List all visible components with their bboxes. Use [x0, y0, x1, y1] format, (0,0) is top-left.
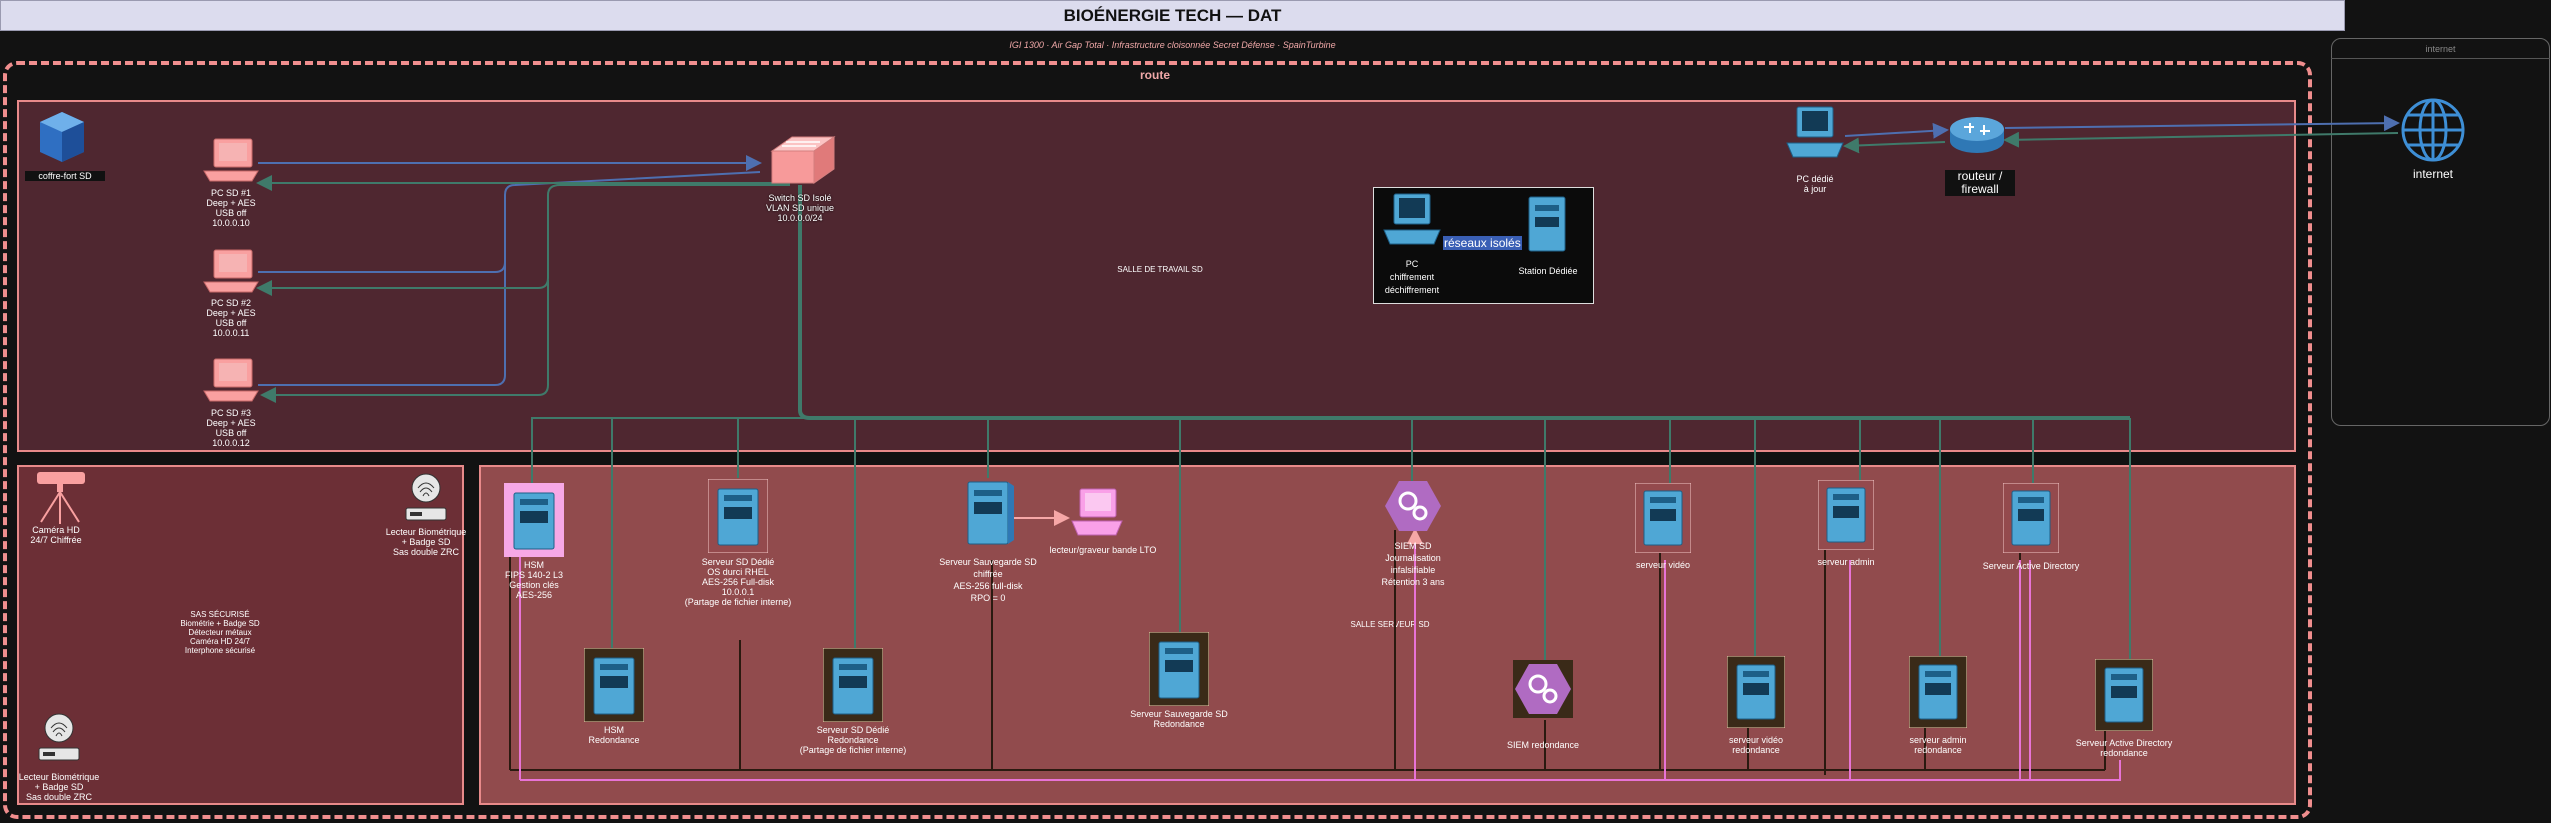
zone-sas-securise	[17, 465, 464, 805]
hsm-redondance-label: HSM Redondance	[588, 725, 640, 745]
serveur-video-label: serveur vidéo	[1635, 560, 1691, 570]
serveur-ad-label: Serveur Active Directory	[1982, 561, 2080, 571]
internet-label: internet	[2412, 167, 2454, 181]
zone-salle-travail	[17, 100, 2296, 452]
pc-sd-3-label: PC SD #3 Deep + AES USB off 10.0.0.12	[206, 408, 256, 448]
pc-sd-3-icon	[203, 358, 259, 402]
lecteur-biometrique-1-icon	[405, 473, 447, 521]
serveur-sd-icon	[708, 479, 768, 553]
lecteur-biometrique-2-icon	[38, 713, 80, 761]
internet-panel-divider	[2331, 58, 2550, 59]
switch-icon	[770, 136, 836, 184]
serveur-sd-redondance-icon	[823, 648, 883, 722]
pc-chiffrement-icon	[1383, 193, 1441, 245]
zone-salle-serveur	[479, 465, 2296, 805]
serveur-admin-label: serveur admin	[1817, 557, 1875, 567]
serveur-admin-redondance-icon	[1909, 656, 1967, 728]
pc-sd-1-label: PC SD #1 Deep + AES USB off 10.0.0.10	[206, 188, 256, 228]
siem-redondance-label: SIEM redondance	[1506, 740, 1580, 750]
station-dediee-label: Station Dédiée	[1518, 266, 1578, 276]
pc-mise-a-jour-icon	[1786, 106, 1844, 158]
pc-sd-1-icon	[203, 138, 259, 182]
camera-label: Caméra HD 24/7 Chiffrée	[30, 525, 82, 545]
lecteur-bande-icon	[1071, 488, 1123, 536]
lecteur-bande-label: lecteur/graveur bande LTO	[1049, 545, 1157, 555]
zone-serveurs-label: SALLE SERVEUR SD	[1350, 620, 1430, 629]
title-bar	[0, 0, 2345, 31]
serveur-sauvegarde-redondance-icon	[1149, 632, 1209, 706]
pc-sd-2-icon	[203, 249, 259, 293]
siem-redondance-icon	[1513, 660, 1573, 718]
siem-label: SIEM SD Journalisation infalsifiable Rét…	[1381, 541, 1445, 587]
router-icon	[1950, 117, 2004, 153]
serveur-video-redondance-label: serveur vidéo redondance	[1728, 735, 1784, 755]
serveur-sd-label: Serveur SD Dédié OS durci RHEL AES-256 F…	[684, 557, 792, 607]
station-dediee-icon	[1528, 196, 1566, 252]
pc-mise-a-jour-label: PC dédié à jour	[1796, 174, 1834, 194]
legend-label: réseaux isolés	[1443, 236, 1522, 250]
route-label: route	[1140, 68, 1170, 82]
serveur-ad-icon	[2003, 483, 2059, 553]
zone-securise-label: SAS SÉCURISÉ Biométrie + Badge SD Détect…	[180, 610, 260, 655]
lecteur-biometrique-1-label: Lecteur Biométrique + Badge SD Sas doubl…	[385, 527, 467, 557]
router-label: routeur / firewall	[1945, 170, 2015, 196]
lecteur-biometrique-2-label: Lecteur Biométrique + Badge SD Sas doubl…	[18, 772, 100, 802]
route-container	[3, 61, 2312, 819]
hsm-server-icon	[504, 483, 564, 557]
coffre-label: coffre-fort SD	[25, 171, 105, 181]
pc-chiffrement-label: PC chiffrement déchiffrement	[1384, 259, 1440, 295]
serveur-ad-redondance-label: Serveur Active Directory redondance	[2075, 738, 2173, 758]
camera-icon	[37, 472, 85, 524]
globe-icon	[2401, 98, 2465, 162]
hsm-label: HSM FIPS 140-2 L3 Gestion clés AES-256	[504, 560, 564, 600]
vault-icon	[40, 112, 84, 162]
zone-travail-label: SALLE DE TRAVAIL SD	[1117, 265, 1203, 274]
serveur-video-icon	[1635, 483, 1691, 553]
hsm-redondance-icon	[584, 648, 644, 722]
serveur-sauvegarde-redondance-label: Serveur Sauvegarde SD Redondance	[1130, 709, 1228, 729]
page-subtitle: IGI 1300 · Air Gap Total · Infrastructur…	[1009, 40, 1336, 50]
serveur-admin-redondance-label: serveur admin redondance	[1909, 735, 1967, 755]
serveur-sauvegarde-label: Serveur Sauvegarde SD chiffrée AES-256 f…	[939, 557, 1037, 603]
switch-label: Switch SD Isolé VLAN SD unique 10.0.0.0/…	[765, 193, 835, 223]
internet-panel	[2331, 38, 2550, 426]
serveur-sd-redondance-label: Serveur SD Dédié Redondance (Partage de …	[799, 725, 907, 755]
serveur-video-redondance-icon	[1727, 656, 1785, 728]
serveur-ad-redondance-icon	[2095, 659, 2153, 731]
siem-gear-icon	[1385, 481, 1441, 531]
internet-panel-label: internet	[2425, 44, 2456, 54]
page-title: BIOÉNERGIE TECH — DAT	[1063, 6, 1282, 25]
pc-sd-2-label: PC SD #2 Deep + AES USB off 10.0.0.11	[206, 298, 256, 338]
serveur-admin-icon	[1818, 480, 1874, 550]
serveur-sauvegarde-icon	[967, 481, 1014, 545]
